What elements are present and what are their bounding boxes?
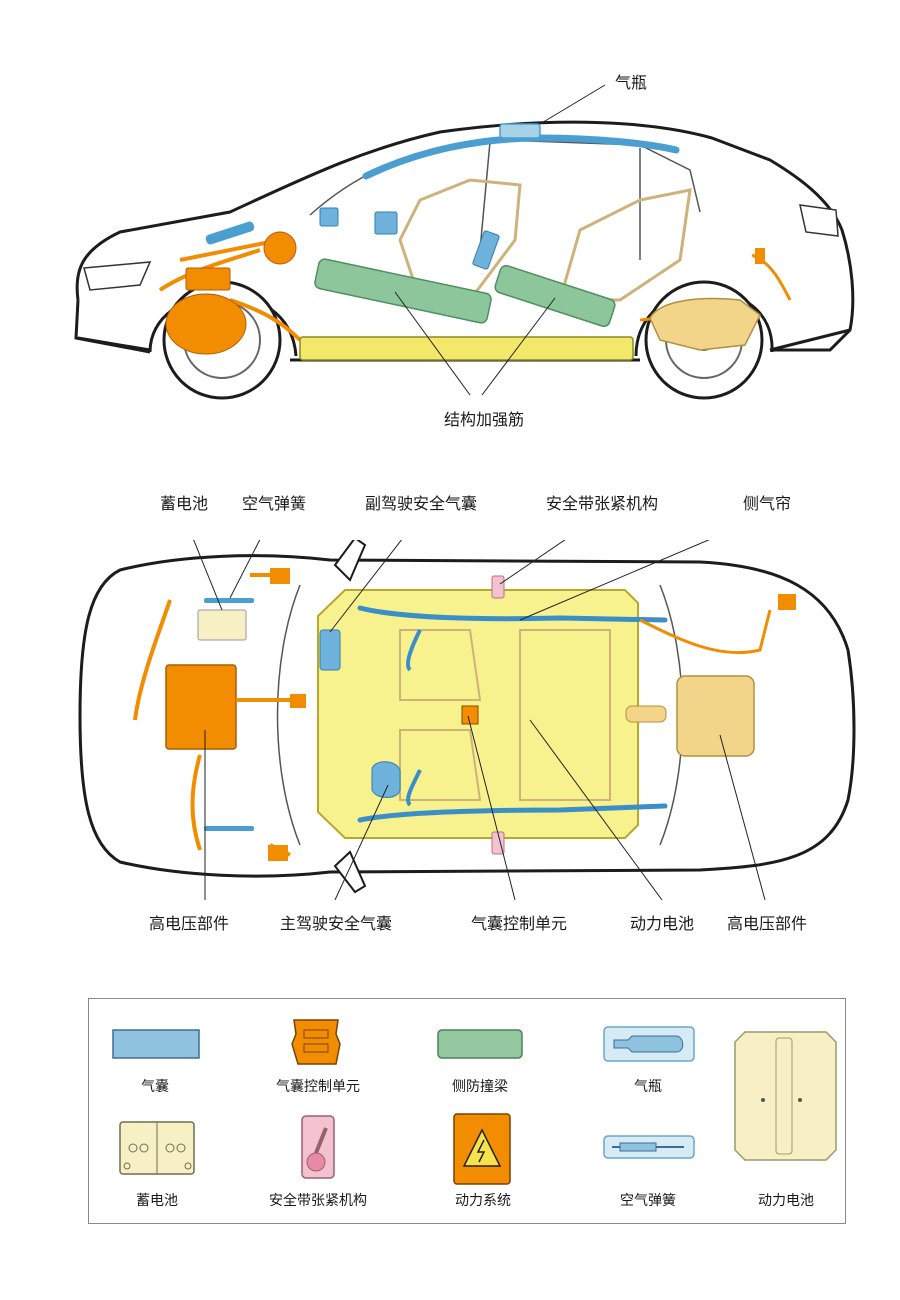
side-impact-beam-icon <box>437 1029 523 1059</box>
air-spring-icon <box>603 1135 695 1159</box>
label-passenger-airbag: 副驾驶安全气囊 <box>364 494 478 513</box>
legend-panel <box>88 998 846 1224</box>
plan-leader-lines <box>193 540 766 900</box>
rear-motor <box>649 297 761 351</box>
airbag-swatch-icon <box>112 1029 200 1059</box>
power-battery-pack-icon <box>734 1031 837 1161</box>
front-side-impact-beam <box>314 258 492 324</box>
plan-driver-airbag <box>371 761 401 798</box>
plan-rear-harness <box>639 609 772 655</box>
legend-label-power-system: 动力系统 <box>455 1193 511 1209</box>
plan-view-diagram <box>78 540 856 900</box>
plan-front-harness <box>133 573 291 857</box>
legend-label-airbag: 气囊 <box>141 1079 169 1095</box>
label-power-battery: 动力电池 <box>629 914 695 933</box>
label-gas-bottle: 气瓶 <box>615 73 648 92</box>
plan-airbag-ecu <box>461 705 479 725</box>
belt-tensioner-icon <box>301 1115 335 1179</box>
label-driver-airbag: 主驾驶安全气囊 <box>279 914 393 933</box>
gas-bottle-icon <box>603 1026 695 1062</box>
legend-label-battery-12v: 蓄电池 <box>136 1193 178 1209</box>
roof-curtain-airbag <box>362 134 680 180</box>
side-view-diagram <box>74 84 855 400</box>
plan-passenger-airbag <box>319 629 341 671</box>
legend-label-gas-bottle: 气瓶 <box>634 1079 662 1095</box>
label-battery-12v: 蓄电池 <box>159 494 209 513</box>
front-hv-unit <box>185 267 231 291</box>
label-air-spring: 空气弹簧 <box>241 494 307 513</box>
side-passenger-airbag <box>319 207 339 227</box>
front-hv-harness <box>158 238 302 342</box>
label-hv-front: 高电压部件 <box>148 914 230 933</box>
battery-12v-icon <box>119 1121 195 1175</box>
rear-seat-outline <box>558 188 692 302</box>
gas-bottle-leader <box>539 84 606 125</box>
side-seat-airbag <box>472 230 500 270</box>
legend-label-airbag-ecu: 气囊控制单元 <box>276 1079 360 1095</box>
plan-right-curtain <box>357 803 668 823</box>
plan-left-belt-tensioner <box>491 575 505 599</box>
right-mirror <box>333 850 367 894</box>
reinforcement-leader-1 <box>394 291 471 396</box>
gas-bottle <box>499 123 541 139</box>
legend-label-air-spring: 空气弹簧 <box>620 1193 676 1209</box>
plan-rear-seats <box>519 629 611 801</box>
side-power-battery <box>299 336 634 361</box>
legend-label-side-beam: 侧防撞梁 <box>452 1079 508 1095</box>
front-seat-outline <box>398 178 522 302</box>
high-voltage-warning-icon <box>453 1113 511 1185</box>
side-driver-airbag <box>374 211 398 235</box>
reinforcement-leader-2 <box>481 297 556 396</box>
label-belt-tensioner: 安全带张紧机构 <box>545 494 659 513</box>
label-airbag-ecu: 气囊控制单元 <box>470 914 568 933</box>
plan-air-spring-front-left <box>204 598 254 603</box>
label-side-curtain: 侧气帘 <box>742 494 792 513</box>
rear-side-impact-beam <box>494 264 616 328</box>
plan-12v-battery <box>197 609 247 641</box>
legend-label-power-battery: 动力电池 <box>758 1193 814 1209</box>
label-reinforcement: 结构加强筋 <box>443 410 525 429</box>
plan-air-spring-front-right <box>204 826 254 831</box>
plan-left-curtain <box>357 605 668 623</box>
front-motor <box>165 293 247 355</box>
label-hv-rear: 高电压部件 <box>726 914 808 933</box>
left-mirror <box>333 540 367 582</box>
plan-front-hv-unit <box>165 664 237 750</box>
airbag-control-unit-icon <box>291 1019 341 1065</box>
plan-rear-hv-unit <box>676 675 755 757</box>
legend-icons <box>112 1019 837 1185</box>
legend-label-belt-tensioner: 安全带张紧机构 <box>269 1193 367 1209</box>
